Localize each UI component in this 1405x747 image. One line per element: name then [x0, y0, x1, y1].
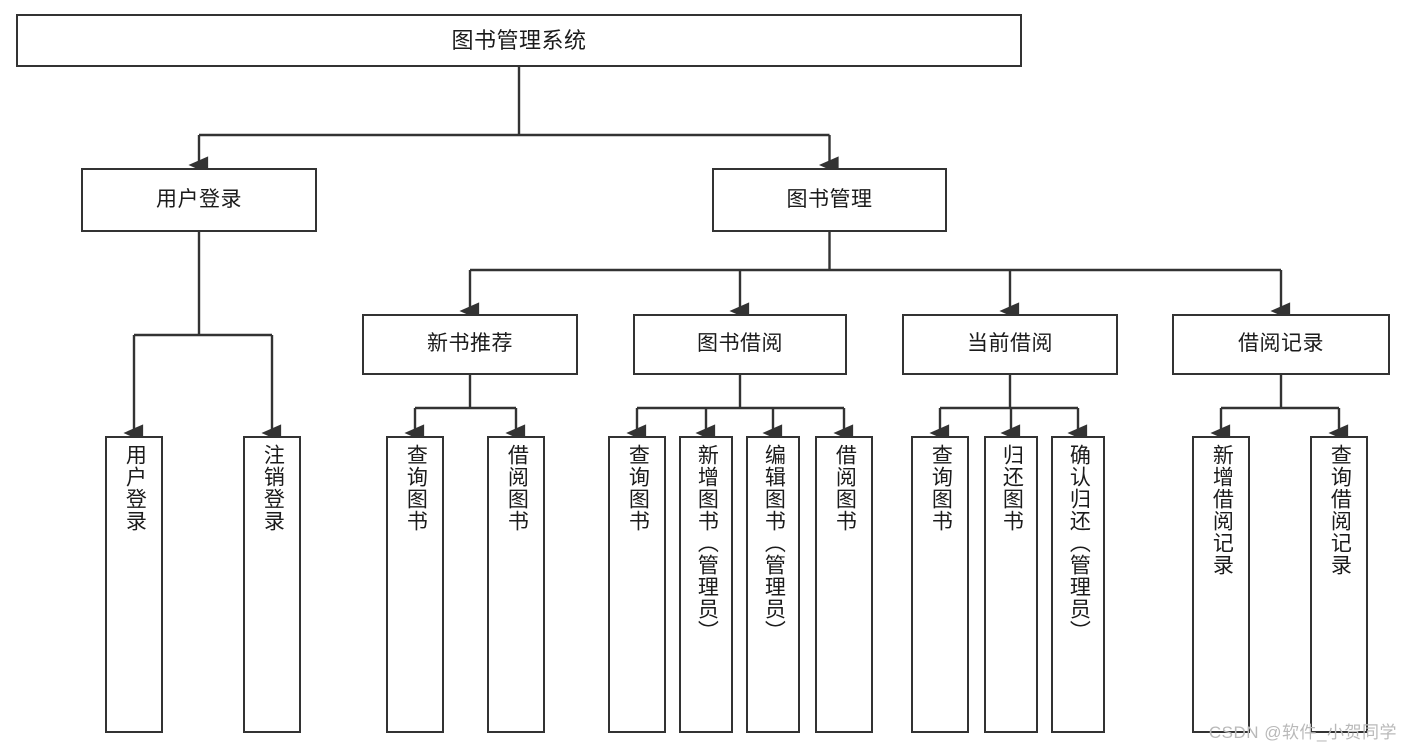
node-current[interactable]: 当前借阅: [902, 314, 1118, 375]
node-leaf-bor-1[interactable]: 查询图书: [608, 436, 666, 733]
node-leaf-cur-2[interactable]: 归还图书: [984, 436, 1038, 733]
node-label: 图书管理系统: [451, 27, 587, 53]
node-label: 编辑图书（管理员）: [762, 444, 786, 642]
node-label: 图书借阅: [697, 332, 783, 356]
node-label: 借阅图书: [833, 444, 857, 532]
node-leaf-bor-2[interactable]: 新增图书（管理员）: [679, 436, 733, 733]
node-bookmgmt[interactable]: 图书管理: [712, 168, 947, 232]
node-leaf-login-2[interactable]: 注销登录: [243, 436, 301, 733]
node-newbook[interactable]: 新书推荐: [362, 314, 578, 375]
node-label: 新增借阅记录: [1210, 444, 1234, 576]
node-leaf-login-1[interactable]: 用户登录: [105, 436, 163, 733]
node-login[interactable]: 用户登录: [81, 168, 317, 232]
node-label: 注销登录: [261, 444, 285, 532]
node-label: 查询图书: [404, 444, 428, 532]
node-label: 当前借阅: [967, 332, 1053, 356]
node-leaf-new-1[interactable]: 查询图书: [386, 436, 444, 733]
node-leaf-cur-1[interactable]: 查询图书: [911, 436, 969, 733]
connector-edges: [123, 67, 1349, 442]
node-leaf-rec-1[interactable]: 新增借阅记录: [1192, 436, 1250, 733]
node-leaf-bor-3[interactable]: 编辑图书（管理员）: [746, 436, 800, 733]
node-borrow[interactable]: 图书借阅: [633, 314, 847, 375]
node-leaf-bor-4[interactable]: 借阅图书: [815, 436, 873, 733]
node-records[interactable]: 借阅记录: [1172, 314, 1390, 375]
node-label: 查询图书: [929, 444, 953, 532]
node-label: 归还图书: [1000, 444, 1024, 532]
node-leaf-rec-2[interactable]: 查询借阅记录: [1310, 436, 1368, 733]
node-label: 查询借阅记录: [1328, 444, 1352, 576]
node-label: 查询图书: [626, 444, 650, 532]
node-leaf-cur-3[interactable]: 确认归还（管理员）: [1051, 436, 1105, 733]
node-label: 用户登录: [156, 187, 242, 211]
node-label: 确认归还（管理员）: [1067, 444, 1091, 642]
node-label: 借阅记录: [1238, 332, 1324, 356]
node-label: 图书管理: [786, 187, 873, 211]
csdn-watermark: CSDN @软件_小贺同学: [1208, 723, 1397, 742]
node-label: 新增图书（管理员）: [695, 444, 719, 642]
node-root[interactable]: 图书管理系统: [16, 14, 1022, 67]
node-label: 用户登录: [123, 444, 147, 532]
node-label: 新书推荐: [427, 332, 513, 356]
node-leaf-new-2[interactable]: 借阅图书: [487, 436, 545, 733]
node-label: 借阅图书: [505, 444, 529, 532]
